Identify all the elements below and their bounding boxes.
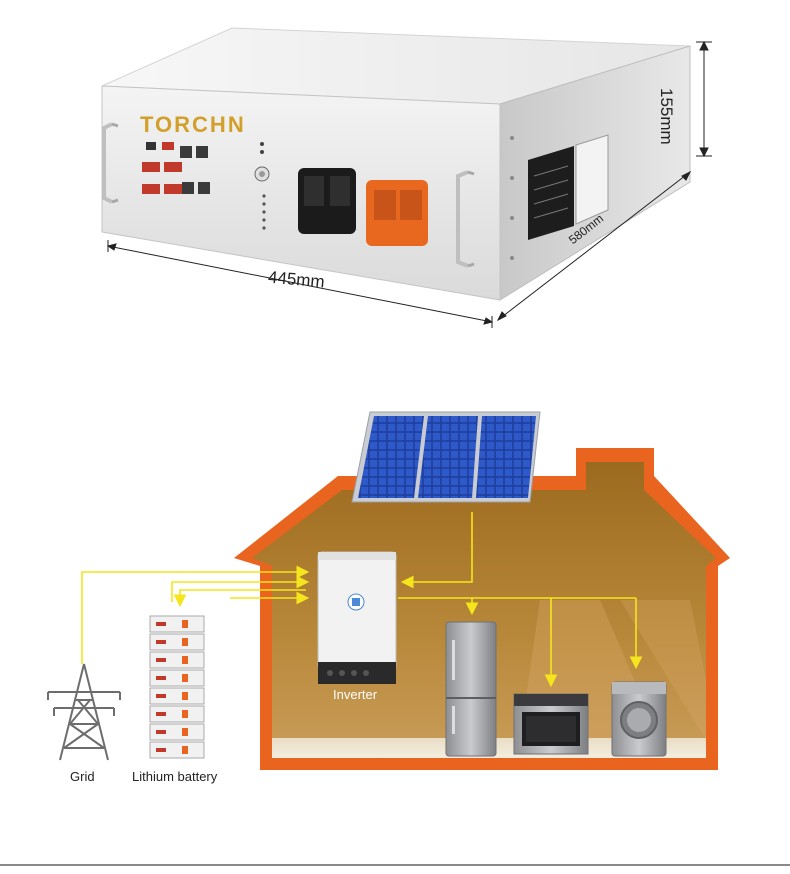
grid-label: Grid [70,769,95,784]
energy-flow-lines [81,512,643,688]
right-handle [456,170,475,268]
bottom-divider [0,864,790,866]
port-panel [142,142,270,230]
refrigerator-icon [445,621,497,757]
solar-panel-icon [351,411,541,503]
dimension-lines [106,40,712,328]
side-label-sticker [528,134,609,240]
inverter-label: Inverter [333,687,378,702]
washing-machine-icon [611,681,667,757]
battery-label: Lithium battery [132,769,218,784]
transmission-tower-icon [47,663,121,761]
orange-power-connector [366,180,428,246]
height-dimension-label: 155mm [657,88,676,145]
left-handle [102,122,119,204]
brand-logo: TORCHN [140,112,246,137]
battery-unit: TORCHN [101,27,691,301]
inverter-icon [317,551,397,684]
battery-stack-icon [149,615,205,759]
black-power-connector [298,168,356,234]
oven-icon [513,693,589,755]
